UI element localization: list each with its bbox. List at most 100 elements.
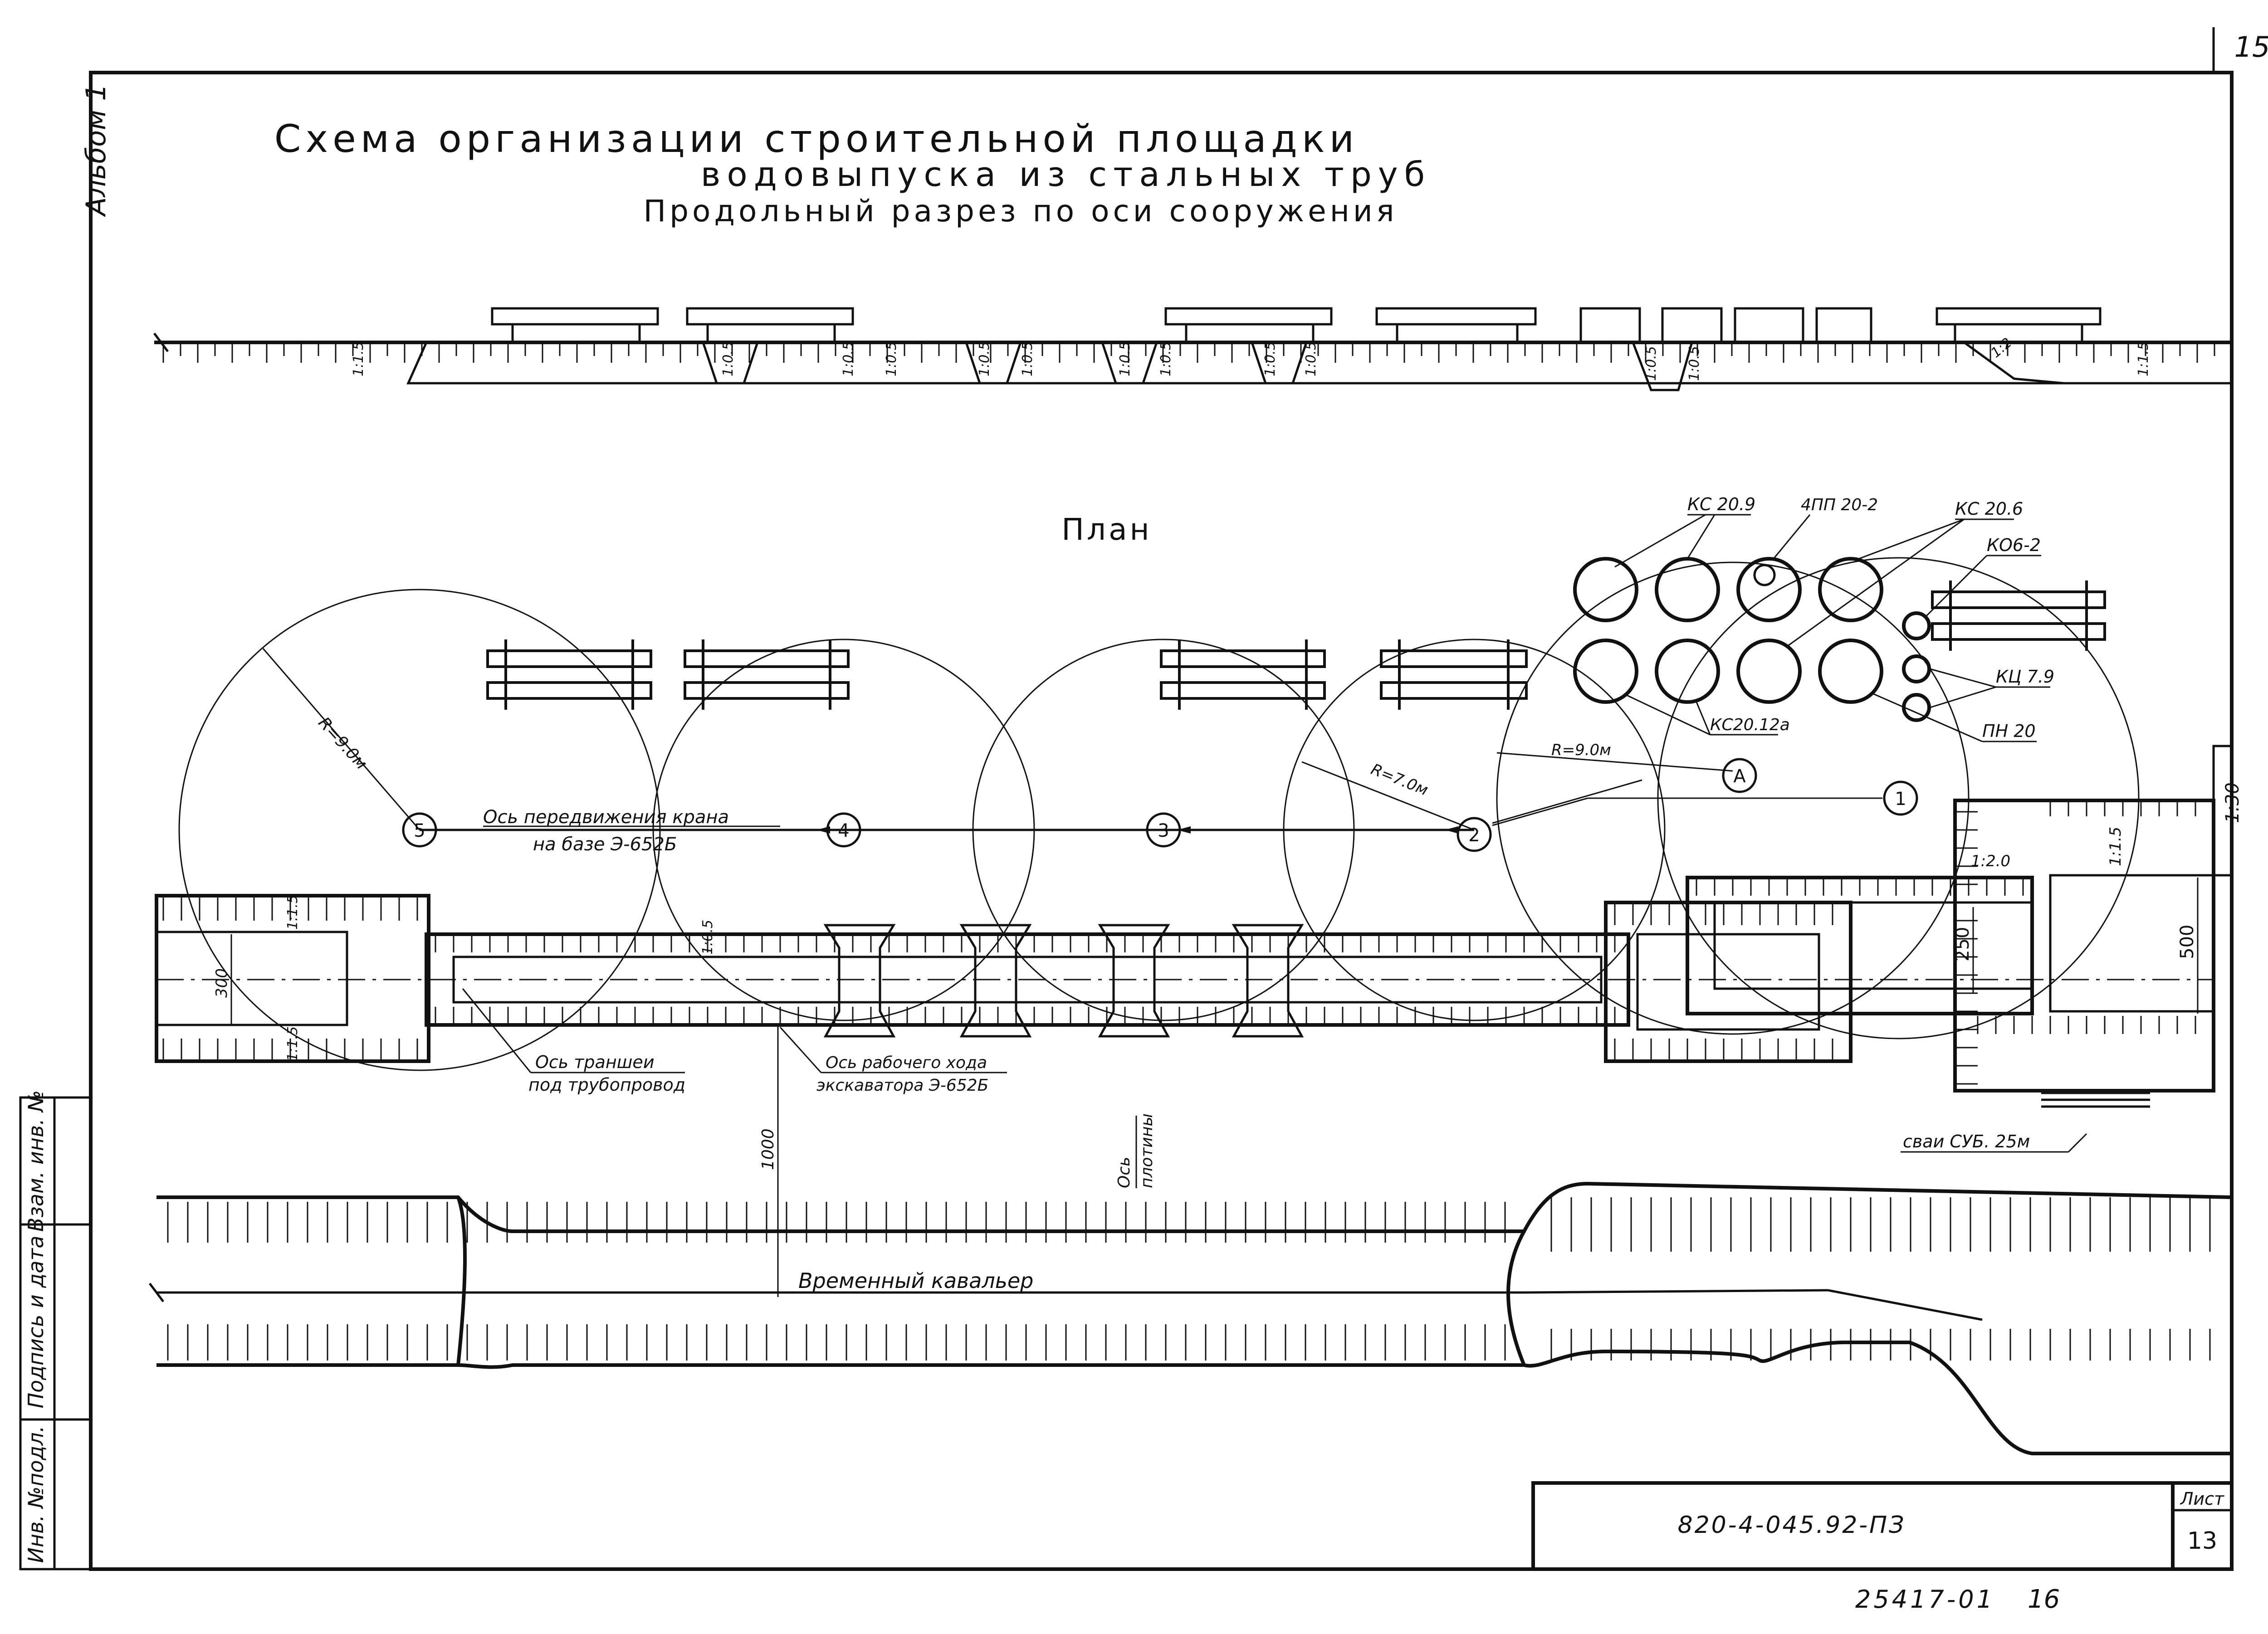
section-slope-3: 1:0.5 [841,341,856,376]
pipe-elements [1573,557,1931,722]
pipe-ks-20-12a-a [1573,639,1638,704]
trench-right-pit-inner [1636,933,1820,1031]
pipe-kts-7-9-a [1902,654,1931,683]
pipe-ks-20-9-b [1655,557,1720,622]
axis-bubble-3: 3 [1146,812,1181,848]
svg-text:4: 4 [838,820,849,841]
dim-500: 500 [2177,925,2198,959]
section-slope-9: 1:0.5 [1262,341,1278,376]
excavator-label-2: экскаватора Э-652Б [816,1076,988,1095]
spoil-crest-right [1524,1289,1828,1294]
title-line-2: водовыпуска из стальных труб [701,155,1431,194]
plan-slope-1-1-5: 1:1.5 [2107,827,2125,866]
timber-stack [1931,580,2106,651]
spoil-left-head [456,1196,467,1366]
sheet-number: 13 [2187,1527,2217,1555]
section-pit-5 [1632,342,1693,391]
trench-left-inner [155,931,348,1026]
spoil-outline [156,1181,2234,1455]
side-stamp-inv: Инв. №подл. [24,1426,48,1563]
section-slope-13: 1:2 [1988,335,2015,361]
leader-2-circle [1492,779,1642,824]
svg-text:А: А [1733,766,1746,787]
section-timber-stack-1 [491,307,659,342]
radius-line-7 [1301,761,1475,831]
piles-label: сваи СУБ. 25м [1903,1132,2030,1151]
outlet-pit [1686,876,2034,1015]
outlet-end [2212,745,2233,877]
pipe-ks-20-6-a [1818,557,1883,622]
side-stamp-vzam: Взам. инв. № [24,1090,48,1232]
timber-stack [486,639,652,710]
trench-right-pit [1604,901,1853,1063]
timber-stack [1160,639,1326,710]
section-excavation-bottom [406,341,2232,385]
temporary-spoil: Временный кавальер [149,1181,2234,1455]
section-pit-4 [1251,342,1308,385]
support-pit-2 [959,924,1032,1038]
dim-1000: 1000 [759,1128,777,1170]
spoil-hatching [167,1197,2211,1361]
section-timber-stack-3 [1164,307,1333,342]
radius-label-7: R=7.0м [1369,760,1431,799]
section-slope-12: 1:0.5 [1686,346,1702,381]
dim-300: 300 [213,968,231,998]
axis-bubble-2: 2 [1457,817,1492,852]
timber-stack [684,639,850,710]
timber-stack [1380,639,1528,710]
title-line-3: Продольный разрез по оси сооружения [643,194,1398,229]
label-pn-20: ПН 20 [1982,721,2036,741]
trench-plan [155,745,2233,1093]
svg-text:1: 1 [1895,789,1906,810]
page-number-top: 15 [2234,30,2268,63]
spoil-break-mark [149,1283,164,1302]
axis-bubble-4: 4 [826,812,861,848]
title-block: Схема организации строительной площадки … [274,117,1431,229]
support-pit-3 [1098,924,1170,1038]
crane-axis-arrow-2 [1177,826,1191,834]
leader-2-a [1492,797,1588,826]
section-slope-4: 1:0.5 [884,341,899,376]
album-label: Альбом 1 [80,84,112,218]
side-stamp-podpis: Подпись и дата [24,1235,48,1408]
longitudinal-section: 1:1.5 1:0.5 1:0.5 1:0.5 1:0.5 1:0.5 1:0.… [153,307,2232,391]
radius-line-a [1496,752,1733,772]
bottom-page: 16 [2028,1585,2060,1614]
doc-code: 820-4-045.92-ПЗ [1677,1512,1906,1539]
excavator-label-1: Ось рабочего хода [826,1054,987,1072]
support-pit-4 [1232,924,1304,1038]
crane-circle-a [1496,561,1970,1035]
section-slope-5: 1:0.5 [977,341,992,376]
dam-axis-label-2: плотины [1138,1113,1156,1188]
section-timber-stack-4 [1375,307,1537,342]
title-line-1: Схема организации строительной площадки [274,117,1359,161]
section-slope-10: 1:0.5 [1303,341,1319,376]
label-ks-20-9: КС 20.9 [1687,494,1755,514]
section-pit-2 [965,342,1022,385]
section-slope-right [1963,341,2064,385]
label-kts-7-9: КЦ 7.9 [1996,667,2054,687]
axis-bubble-a: А [1722,758,1757,793]
radius-line-left [262,648,420,830]
crane-axis-label-2: на базе Э-652Б [533,834,677,855]
label-ks-20-6: КС 20.6 [1955,499,2023,519]
svg-text:2: 2 [1468,825,1480,846]
outlet-channel [1953,799,2215,1093]
section-slope-14: 1:1.5 [2136,341,2151,376]
plan-slope-1-30: 1:30 [2222,782,2243,823]
plan-slope-left-bot: 1:1.5 [285,1026,301,1061]
section-pipe-rings [1579,307,1872,344]
trench-axis-label-2: под трубопровод [528,1075,685,1095]
section-slope-7: 1:0.5 [1117,341,1133,376]
pipe-ko6-2 [1902,611,1931,640]
axis-bubble-5: 5 [402,812,437,848]
pipe-4pp-inner [1753,564,1776,586]
side-stamp: Взам. инв. № Подпись и дата Инв. №подл. [19,1090,92,1571]
section-slope-6: 1:0.5 [1020,341,1036,376]
support-pit-1 [823,924,896,1038]
radius-label-left: R=9.0м [314,714,371,773]
plan-slope-1-2: 1:2.0 [1971,852,2010,870]
trench-axis-label-1: Ось траншеи [535,1052,655,1072]
stamp-frame [1531,1481,2234,1571]
